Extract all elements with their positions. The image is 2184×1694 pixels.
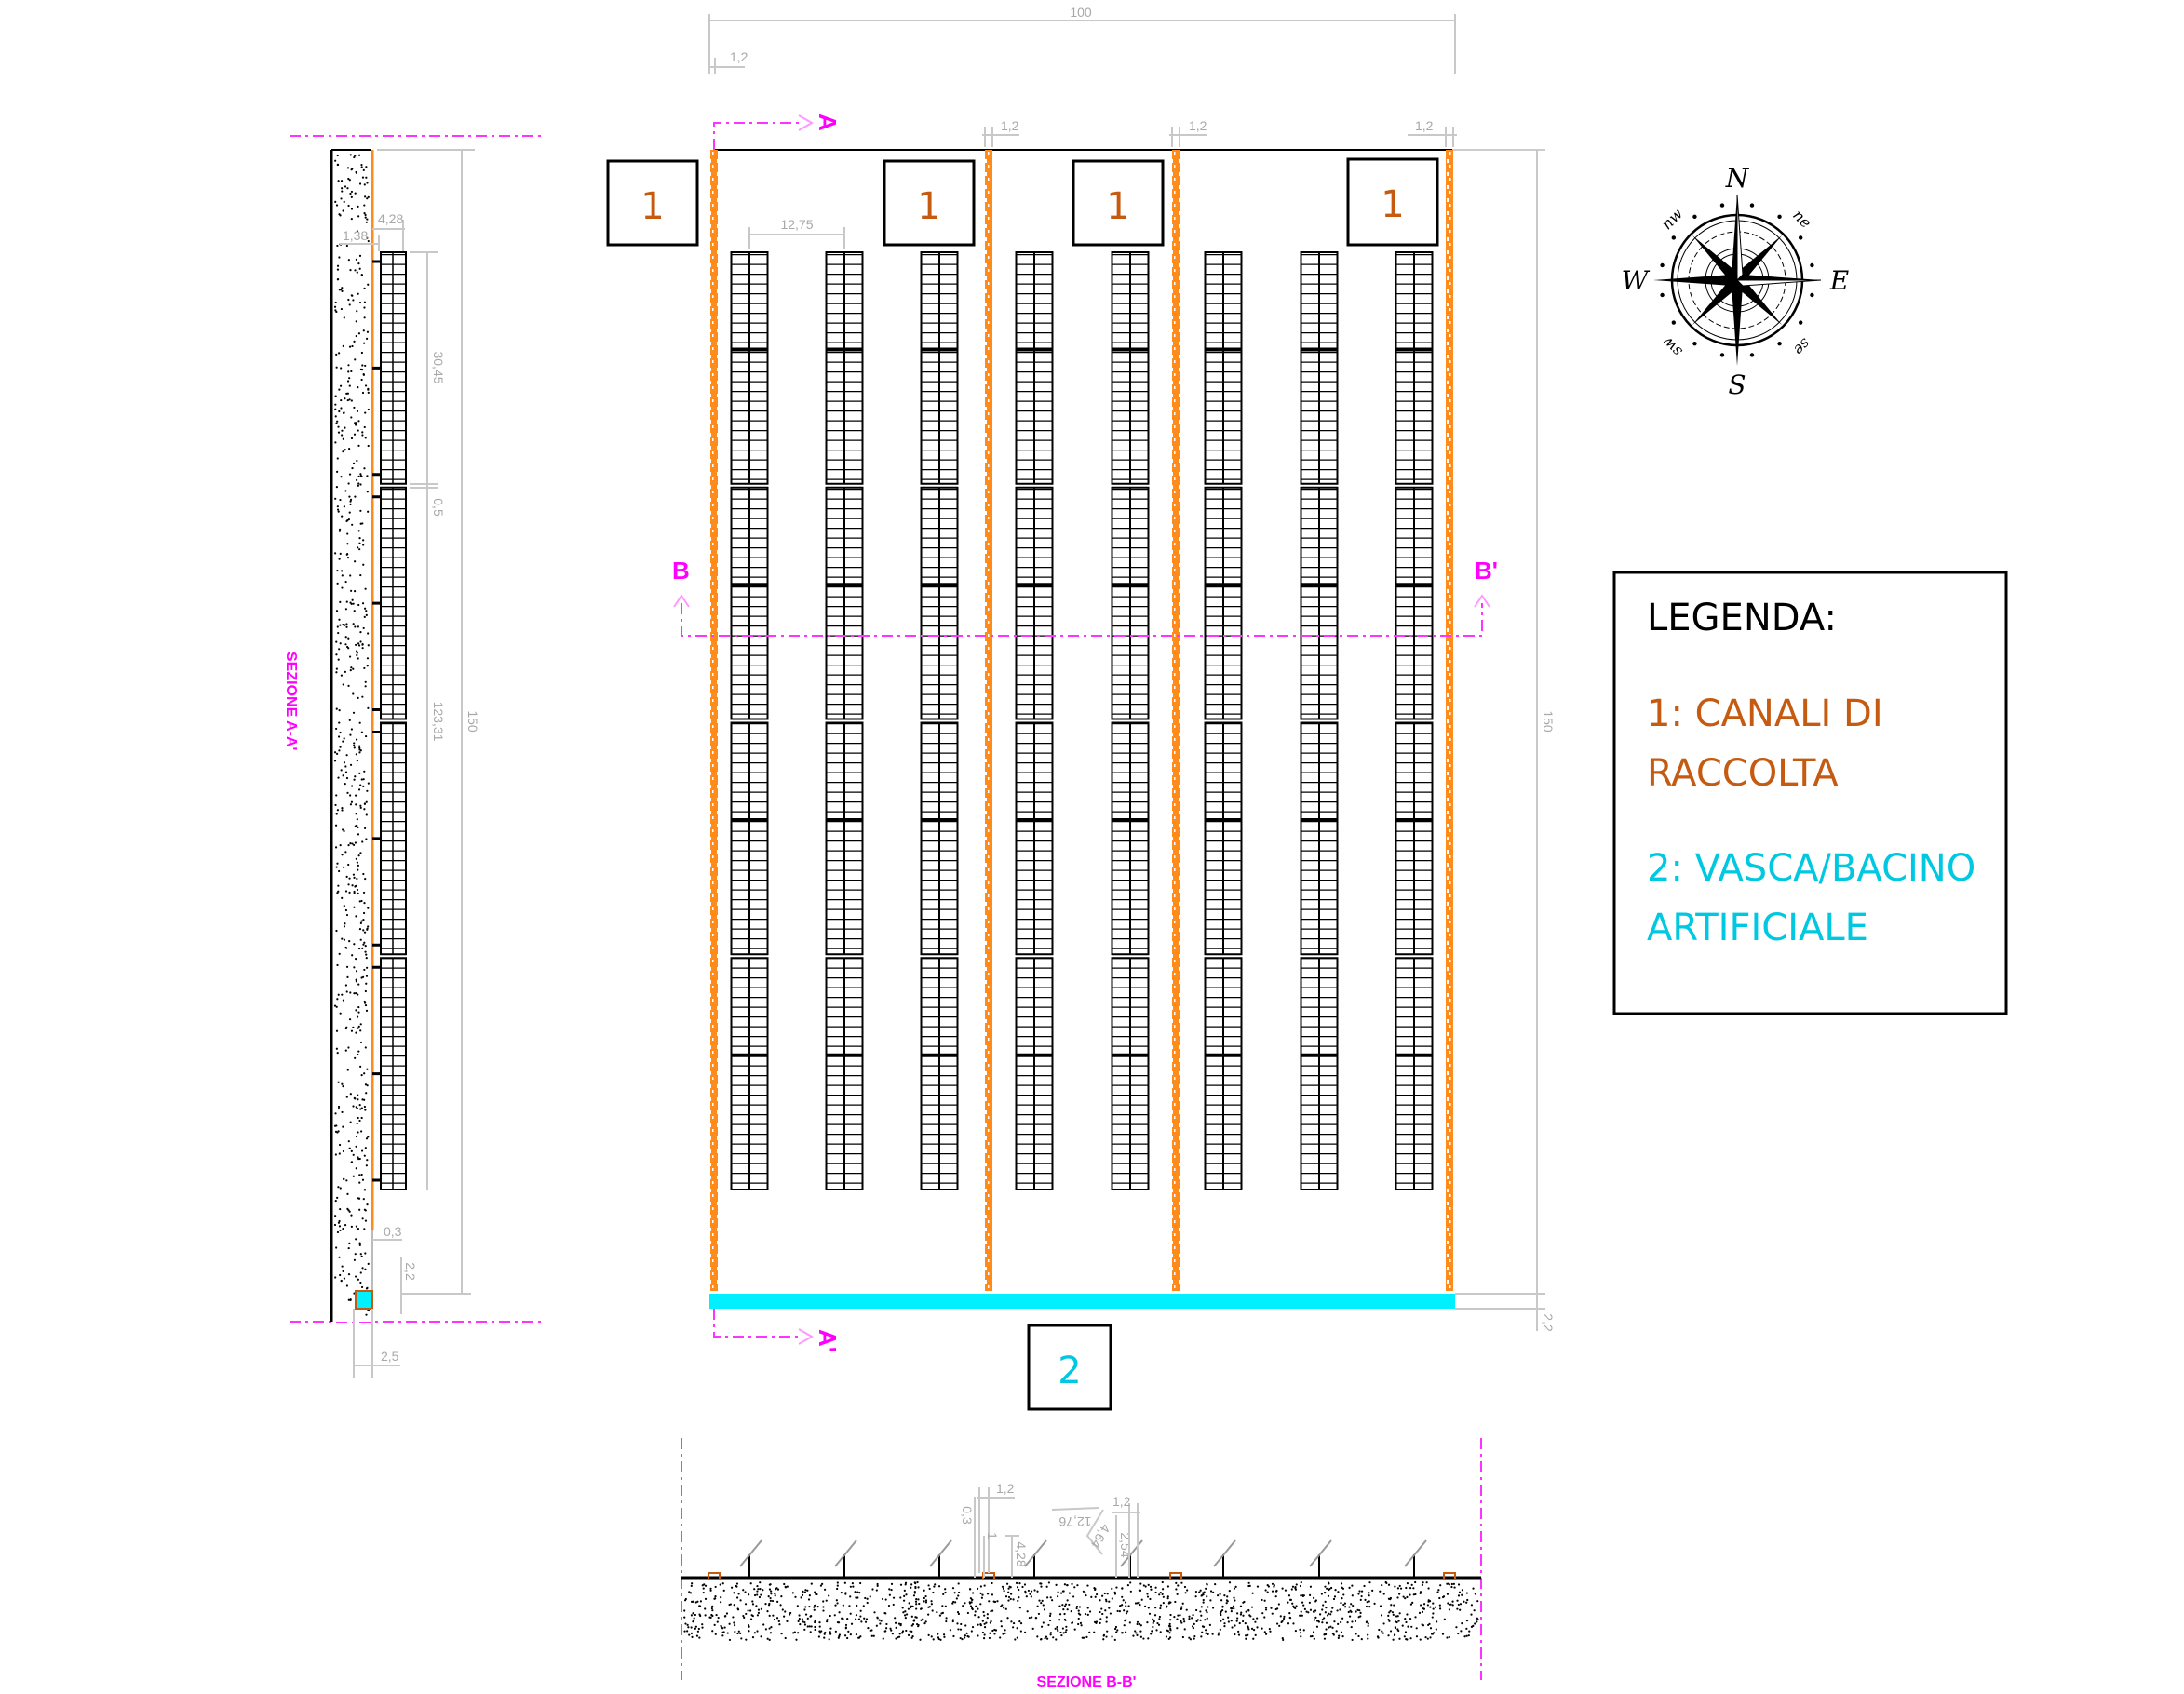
section-b-label: B: [672, 557, 690, 585]
channel-marker: 1: [1346, 157, 1439, 247]
dimension-label: 1,2: [1415, 118, 1434, 133]
pv-panel-tilted: [834, 1539, 857, 1567]
marker-number: 1: [640, 185, 664, 228]
pv-panel-tilted: [929, 1539, 952, 1567]
legend-item-channels-cont: RACCOLTA: [1647, 752, 1839, 795]
compass-se: se: [1790, 335, 1814, 359]
dimension-label: 12,75: [780, 217, 813, 232]
dimension-label: 1,2: [730, 49, 748, 64]
pv-panel-tilted: [739, 1539, 762, 1567]
dimension-label: 30,45: [431, 351, 446, 383]
marker-number: 1: [917, 185, 940, 228]
dimension-label: 2,54: [1118, 1532, 1133, 1557]
dimension-label: 1,2: [1001, 118, 1019, 133]
dimension-label: 4,28: [378, 211, 403, 226]
section-b-end-label: B': [1475, 557, 1498, 585]
artificial-basin: [709, 1294, 1455, 1309]
dimension-label: 1,2: [996, 1481, 1015, 1496]
pv-panel-tilted: [1404, 1539, 1427, 1567]
collection-channels: [710, 150, 1453, 1291]
dimension-label: 2,2: [1541, 1313, 1556, 1332]
section-aa-title: SEZIONE A-A': [283, 652, 299, 750]
ground-hatch: [333, 154, 371, 1316]
dimension-label: 2,2: [403, 1262, 418, 1281]
dimension-label: 2,5: [381, 1349, 399, 1364]
basin-section: [355, 1290, 373, 1310]
dimension-label: 123,31: [431, 702, 446, 742]
collection-channel: [1446, 150, 1453, 1291]
ground-hatch: [683, 1580, 1479, 1642]
compass-nw: nw: [1658, 205, 1687, 234]
pv-panel-tilted: [1309, 1539, 1332, 1567]
dimension-label: 1: [985, 1532, 1000, 1539]
collection-channel: [710, 150, 718, 1291]
dimension-label: 100: [1070, 5, 1092, 20]
section-bb: 1,2 0,3 1 4,28 12,76 4,64 2,54 1,2 SEZIO…: [681, 1438, 1482, 1690]
section-a-label: A: [814, 114, 842, 131]
marker-number: 2: [1058, 1350, 1081, 1392]
dimension-label: 0,5: [431, 498, 446, 517]
section-bb-title: SEZIONE B-B': [1037, 1674, 1137, 1690]
marker-number: 1: [1381, 183, 1404, 226]
dimension-total-length: 150 2,2: [1536, 150, 1556, 1332]
dimension-label: 4,28: [1014, 1541, 1029, 1566]
compass-north: N: [1725, 163, 1750, 194]
channel-section: [1443, 1572, 1456, 1580]
collection-channel: [1172, 150, 1180, 1291]
compass-east: E: [1829, 265, 1849, 296]
pv-panel-tilted: [1213, 1539, 1236, 1567]
dimension-label: 1,2: [1189, 118, 1207, 133]
pv-panels-section: [372, 251, 407, 1190]
legend-item-basin-cont: ARTIFICIALE: [1647, 907, 1868, 949]
legend-item-channels: 1: CANALI DI: [1647, 692, 1883, 735]
dimension-channel-widths: 1,2 1,2 1,2: [982, 118, 1457, 147]
plan-view: 100 1,2 1,2 1,2 1,2 12,75: [606, 5, 1556, 1411]
compass-sw: sw: [1658, 333, 1685, 360]
marker-number: 1: [1106, 185, 1129, 228]
legend-title: LEGENDA:: [1647, 597, 1837, 639]
legend-item-basin: 2: VASCA/BACINO: [1647, 847, 1975, 890]
compass-rose-icon: N S W E nw ne sw se: [1622, 163, 1850, 400]
dimension-row-spacing: 12,75: [748, 217, 845, 249]
pv-panel-tilted: [1024, 1539, 1047, 1567]
section-line-b: B B': [672, 557, 1498, 637]
compass-ne: ne: [1789, 206, 1814, 231]
channel-marker: 1: [1072, 159, 1165, 247]
legend: LEGENDA: 1: CANALI DI RACCOLTA 2: VASCA/…: [1612, 571, 2008, 1015]
dimension-total-width: 100 1,2: [708, 5, 1456, 74]
section-aa: SEZIONE A-A' 4,28 1,38 30,45 0,5 123,31 …: [283, 135, 542, 1378]
pv-panel-rows: [730, 251, 1434, 1190]
channel-section: [1169, 1572, 1182, 1580]
compass-south: S: [1728, 370, 1746, 400]
section-line-a: A A': [713, 114, 842, 1352]
dimension-label: 150: [465, 710, 480, 733]
basin-marker: 2: [1027, 1324, 1112, 1411]
section-a-end-label: A': [814, 1329, 842, 1352]
dimension-label: 1,38: [343, 228, 368, 243]
collection-channel: [985, 150, 992, 1291]
compass-west: W: [1622, 265, 1651, 296]
pv-panels-section: [708, 1539, 1456, 1580]
dimension-label: 12,76: [1058, 1514, 1091, 1529]
dimension-label: 0,3: [960, 1506, 975, 1525]
dimension-label: 1,2: [1112, 1494, 1131, 1509]
dimension-label: 150: [1541, 710, 1556, 733]
channel-marker: 1: [883, 159, 976, 247]
dimension-label: 0,3: [384, 1224, 402, 1239]
channel-section: [708, 1572, 721, 1580]
channel-marker: 1: [606, 159, 699, 247]
pv-panel-tilted: [1120, 1539, 1143, 1567]
